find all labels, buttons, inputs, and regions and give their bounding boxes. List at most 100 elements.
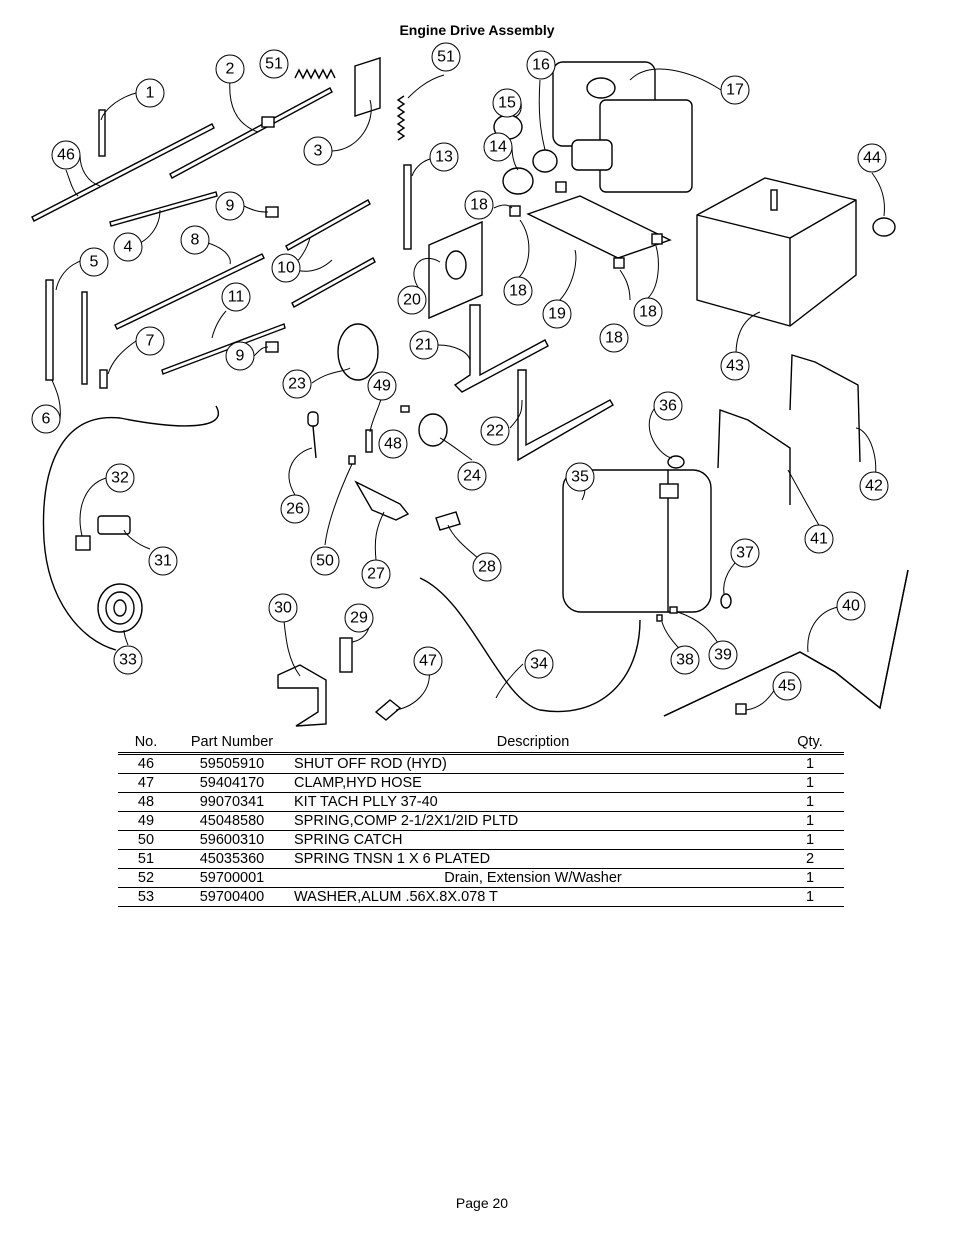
svg-text:15: 15 bbox=[498, 95, 516, 112]
svg-text:43: 43 bbox=[726, 358, 744, 375]
cell-description: WASHER,ALUM .56X.8X.078 T bbox=[290, 887, 776, 907]
svg-text:48: 48 bbox=[384, 436, 402, 453]
cell-no: 51 bbox=[118, 849, 174, 869]
table-row: 52 59700001 Drain, Extension W/Washer 1 bbox=[118, 868, 844, 888]
cell-part-number: 59700400 bbox=[174, 887, 290, 907]
exploded-parts-diagram: 1 2 3 4 5 6 7 8 9 9 10 11 13 14 15 16 17… bbox=[31, 42, 909, 727]
table-row: 53 59700400 WASHER,ALUM .56X.8X.078 T 1 bbox=[118, 887, 844, 907]
svg-text:21: 21 bbox=[415, 337, 433, 354]
svg-text:10: 10 bbox=[277, 260, 295, 277]
callout-18b: 18 bbox=[503, 276, 533, 306]
callout-19: 19 bbox=[542, 299, 572, 329]
callout-5: 5 bbox=[79, 247, 109, 277]
callout-51b: 51 bbox=[431, 42, 461, 72]
callout-10: 10 bbox=[271, 253, 301, 283]
cell-qty: 1 bbox=[776, 753, 844, 774]
svg-text:35: 35 bbox=[571, 469, 589, 486]
callouts: 1 2 3 4 5 6 7 8 9 9 10 11 13 14 15 16 17… bbox=[31, 42, 889, 701]
callout-38: 38 bbox=[670, 645, 700, 675]
svg-text:2: 2 bbox=[226, 61, 235, 78]
svg-text:36: 36 bbox=[659, 398, 677, 415]
svg-text:20: 20 bbox=[403, 292, 421, 309]
cell-no: 46 bbox=[118, 753, 174, 774]
callout-23: 23 bbox=[282, 369, 312, 399]
svg-text:7: 7 bbox=[146, 333, 155, 350]
callout-15: 15 bbox=[492, 88, 522, 118]
callout-7: 7 bbox=[135, 326, 165, 356]
leader-lines bbox=[51, 68, 885, 711]
cell-qty: 1 bbox=[776, 887, 844, 907]
header-description: Description bbox=[290, 733, 776, 755]
callout-3: 3 bbox=[303, 136, 333, 166]
svg-text:41: 41 bbox=[810, 531, 828, 548]
callout-45: 45 bbox=[772, 671, 802, 701]
svg-text:37: 37 bbox=[736, 545, 754, 562]
cell-no: 48 bbox=[118, 792, 174, 812]
callout-6: 6 bbox=[31, 404, 61, 434]
callout-44: 44 bbox=[857, 143, 887, 173]
callout-34: 34 bbox=[524, 649, 554, 679]
svg-text:4: 4 bbox=[124, 239, 133, 256]
svg-text:18: 18 bbox=[605, 330, 623, 347]
cell-description: SPRING CATCH bbox=[290, 830, 776, 850]
svg-text:28: 28 bbox=[478, 559, 496, 576]
svg-text:14: 14 bbox=[489, 139, 507, 156]
callout-32: 32 bbox=[105, 463, 135, 493]
callout-2: 2 bbox=[215, 54, 245, 84]
callout-50: 50 bbox=[310, 546, 340, 576]
svg-text:47: 47 bbox=[419, 653, 437, 670]
svg-text:13: 13 bbox=[435, 149, 453, 166]
callout-35: 35 bbox=[565, 462, 595, 492]
svg-text:46: 46 bbox=[57, 147, 75, 164]
page-number: Page 20 bbox=[455, 1195, 509, 1211]
callout-18d: 18 bbox=[633, 297, 663, 327]
callout-18c: 18 bbox=[599, 323, 629, 353]
cell-part-number: 59700001 bbox=[174, 868, 290, 888]
callout-37: 37 bbox=[730, 538, 760, 568]
table-row: 50 59600310 SPRING CATCH 1 bbox=[118, 830, 844, 850]
cell-qty: 1 bbox=[776, 792, 844, 812]
svg-text:9: 9 bbox=[236, 348, 245, 365]
svg-text:8: 8 bbox=[191, 232, 200, 249]
callout-29: 29 bbox=[344, 603, 374, 633]
svg-text:45: 45 bbox=[778, 678, 796, 695]
svg-text:3: 3 bbox=[314, 143, 323, 160]
cell-qty: 1 bbox=[776, 868, 844, 888]
cell-no: 53 bbox=[118, 887, 174, 907]
cell-no: 50 bbox=[118, 830, 174, 850]
cell-qty: 1 bbox=[776, 773, 844, 793]
svg-text:24: 24 bbox=[463, 468, 481, 485]
callout-47: 47 bbox=[413, 646, 443, 676]
svg-text:31: 31 bbox=[154, 553, 172, 570]
svg-text:51: 51 bbox=[265, 56, 283, 73]
callout-40: 40 bbox=[836, 591, 866, 621]
cell-part-number: 59404170 bbox=[174, 773, 290, 793]
callout-9a: 9 bbox=[215, 191, 245, 221]
page-title: Engine Drive Assembly bbox=[399, 22, 555, 38]
svg-text:38: 38 bbox=[676, 652, 694, 669]
callout-24: 24 bbox=[457, 461, 487, 491]
svg-text:18: 18 bbox=[509, 283, 527, 300]
callout-31: 31 bbox=[148, 546, 178, 576]
callout-8: 8 bbox=[180, 225, 210, 255]
callout-13: 13 bbox=[429, 142, 459, 172]
callout-18a: 18 bbox=[464, 190, 494, 220]
cell-no: 49 bbox=[118, 811, 174, 831]
svg-text:26: 26 bbox=[286, 501, 304, 518]
svg-text:18: 18 bbox=[470, 197, 488, 214]
svg-text:30: 30 bbox=[274, 600, 292, 617]
table-row: 46 59505910 SHUT OFF ROD (HYD) 1 bbox=[118, 753, 844, 774]
cell-part-number: 99070341 bbox=[174, 792, 290, 812]
svg-text:17: 17 bbox=[726, 82, 744, 99]
parts-table-header: No. Part Number Description Qty. bbox=[118, 733, 844, 755]
callout-14: 14 bbox=[483, 132, 513, 162]
callout-41: 41 bbox=[804, 524, 834, 554]
callout-46: 46 bbox=[51, 140, 81, 170]
cell-qty: 1 bbox=[776, 811, 844, 831]
callout-48: 48 bbox=[378, 429, 408, 459]
svg-text:44: 44 bbox=[863, 150, 881, 167]
cell-qty: 2 bbox=[776, 849, 844, 869]
cell-description: Drain, Extension W/Washer bbox=[290, 868, 776, 888]
svg-text:51: 51 bbox=[437, 49, 455, 66]
svg-text:19: 19 bbox=[548, 306, 566, 323]
